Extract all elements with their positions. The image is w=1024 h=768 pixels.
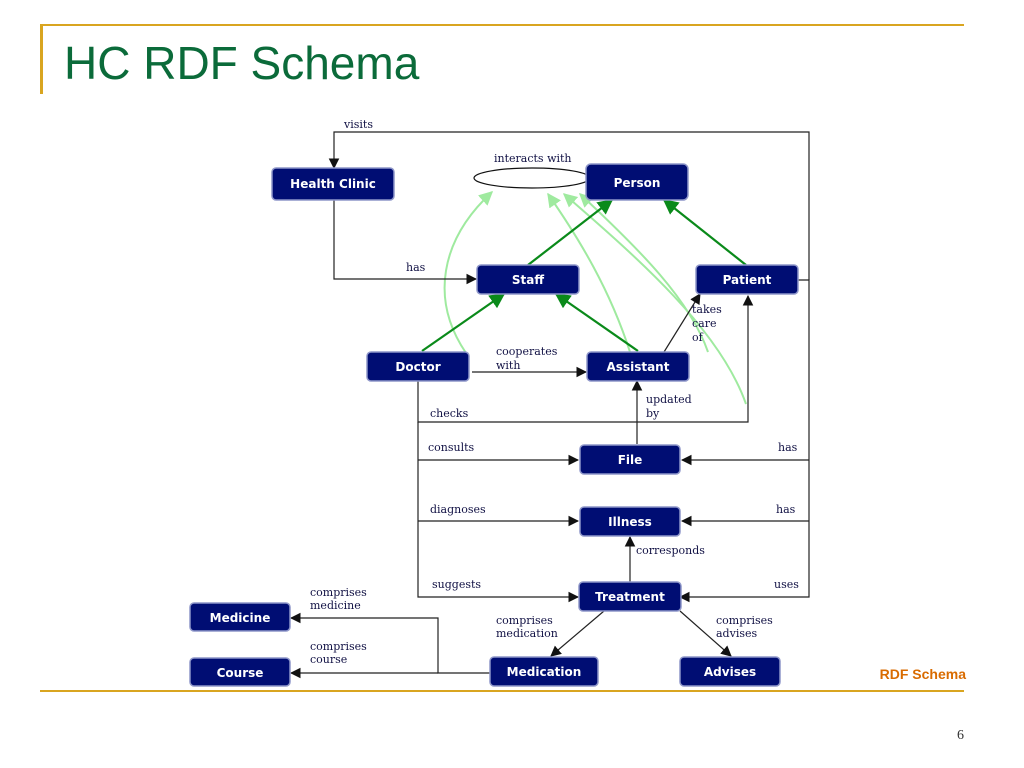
node-course: Course (189, 657, 291, 687)
label-takes: takes (692, 303, 722, 316)
node-person: Person (585, 163, 689, 201)
label-comprises-medicine-2: medicine (310, 599, 361, 612)
node-medication: Medication (489, 656, 599, 687)
label-has-illness: has (776, 503, 796, 516)
node-doctor-label: Doctor (395, 360, 440, 374)
footer-label: RDF Schema (879, 666, 966, 682)
label-suggests: suggests (432, 578, 481, 591)
node-staff: Staff (476, 264, 580, 295)
node-treatment: Treatment (578, 581, 682, 612)
node-illness-label: Illness (608, 515, 652, 529)
node-patient: Patient (695, 264, 799, 295)
label-interacts-with: interacts with (494, 152, 572, 165)
node-course-label: Course (217, 666, 264, 680)
node-health-clinic-label: Health Clinic (290, 177, 376, 191)
interacts-with-curves (443, 191, 747, 405)
label-updated: updated (646, 393, 692, 406)
label-cooperates: cooperates (496, 345, 558, 358)
label-comprises-medication-1: comprises (496, 614, 553, 627)
top-accent-rule (40, 24, 964, 26)
node-file-label: File (618, 453, 643, 467)
node-medicine-label: Medicine (210, 611, 271, 625)
node-assistant: Assistant (586, 351, 690, 382)
node-advises-label: Advises (704, 665, 756, 679)
label-by: by (646, 407, 660, 420)
label-comprises-medication-2: medication (496, 627, 558, 640)
label-care: care (692, 317, 717, 330)
node-medication-label: Medication (507, 665, 582, 679)
label-diagnoses: diagnoses (430, 503, 486, 516)
label-comprises-medicine-1: comprises (310, 586, 367, 599)
interacts-with-loop (473, 167, 591, 189)
label-has-file: has (778, 441, 798, 454)
node-doctor: Doctor (366, 351, 470, 382)
label-comprises-course-1: comprises (310, 640, 367, 653)
node-person-label: Person (614, 176, 661, 190)
node-health-clinic: Health Clinic (271, 167, 395, 201)
left-accent-rule (40, 24, 43, 94)
node-patient-label: Patient (723, 273, 772, 287)
label-with: with (496, 359, 520, 372)
page-number: 6 (957, 728, 964, 743)
node-file: File (579, 444, 681, 475)
label-checks: checks (430, 407, 469, 420)
slide-title: HC RDF Schema (64, 37, 420, 89)
label-uses: uses (774, 578, 799, 591)
inheritance-edges (421, 199, 747, 352)
bottom-accent-rule (40, 690, 964, 692)
node-medicine: Medicine (189, 602, 291, 632)
label-corresponds: corresponds (636, 544, 705, 557)
label-consults: consults (428, 441, 475, 454)
label-of: of (692, 331, 704, 344)
label-has-staff: has (406, 261, 426, 274)
node-illness: Illness (579, 506, 681, 537)
label-comprises-advises-2: advises (716, 627, 757, 640)
label-visits: visits (343, 118, 373, 131)
relation-edges (289, 131, 810, 679)
node-assistant-label: Assistant (607, 360, 670, 374)
label-comprises-advises-1: comprises (716, 614, 773, 627)
node-staff-label: Staff (512, 273, 544, 287)
node-advises: Advises (679, 656, 781, 687)
label-comprises-course-2: course (310, 653, 347, 666)
node-treatment-label: Treatment (595, 590, 665, 604)
